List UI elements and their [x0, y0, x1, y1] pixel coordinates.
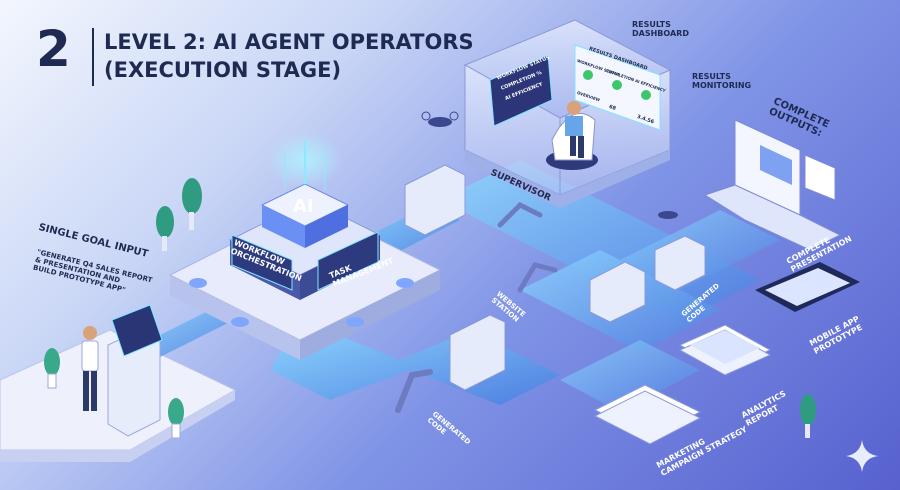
laptop-presentation [703, 119, 842, 251]
mobile-phone [755, 262, 860, 312]
input-platform-edge [0, 390, 235, 462]
page-subtitle: (EXECUTION STAGE) [104, 58, 342, 82]
decor-trees [156, 178, 816, 438]
results-dashboard-line2: DASHBOARD [632, 29, 689, 38]
sparkle-icon [846, 440, 878, 472]
robot-stations [395, 164, 706, 413]
ai-core-label: AI [293, 196, 314, 217]
report-stacks [593, 324, 772, 445]
results-dashboard-callout: RESULTS DASHBOARD [632, 20, 689, 38]
results-monitoring-line1: RESULTS [692, 72, 731, 81]
results-dashboard-line1: RESULTS [632, 20, 671, 29]
results-monitoring-line2: MONITORING [692, 81, 752, 90]
supervisor-room [463, 19, 672, 208]
drones [421, 111, 678, 219]
level-number: 2 [36, 20, 71, 78]
title-divider [92, 28, 94, 86]
input-kiosk [44, 304, 184, 439]
ai-orchestration-hub [168, 132, 442, 360]
page-title: LEVEL 2: AI AGENT OPERATORS [104, 30, 474, 54]
results-monitoring-callout: RESULTS MONITORING [692, 72, 751, 90]
